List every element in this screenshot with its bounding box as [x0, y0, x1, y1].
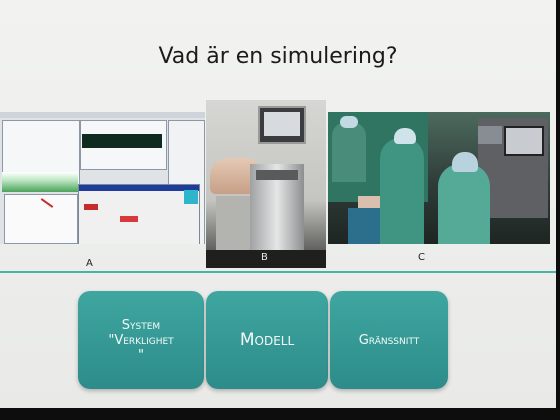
- box-modell: Modell: [206, 291, 328, 389]
- divider-line: [0, 271, 556, 273]
- simulation-software-screenshot: [0, 112, 205, 244]
- box-system-label: System "Verklighet ": [108, 317, 174, 363]
- image-label-c: C: [418, 252, 425, 263]
- box-granssnitt: Gränssnitt: [330, 291, 448, 389]
- presentation-slide: Vad är en simulering? A: [0, 0, 556, 408]
- patient-simulator-mannequin-photo: [206, 100, 326, 268]
- slide-title: Vad är en simulering?: [158, 44, 398, 69]
- box-granssnitt-label: Gränssnitt: [358, 332, 420, 348]
- operating-room-photo: [328, 112, 550, 244]
- box-modell-label: Modell: [239, 330, 295, 350]
- image-label-b: B: [261, 252, 268, 263]
- box-system-verklighet: System "Verklighet ": [78, 291, 204, 389]
- image-label-a: A: [86, 258, 93, 269]
